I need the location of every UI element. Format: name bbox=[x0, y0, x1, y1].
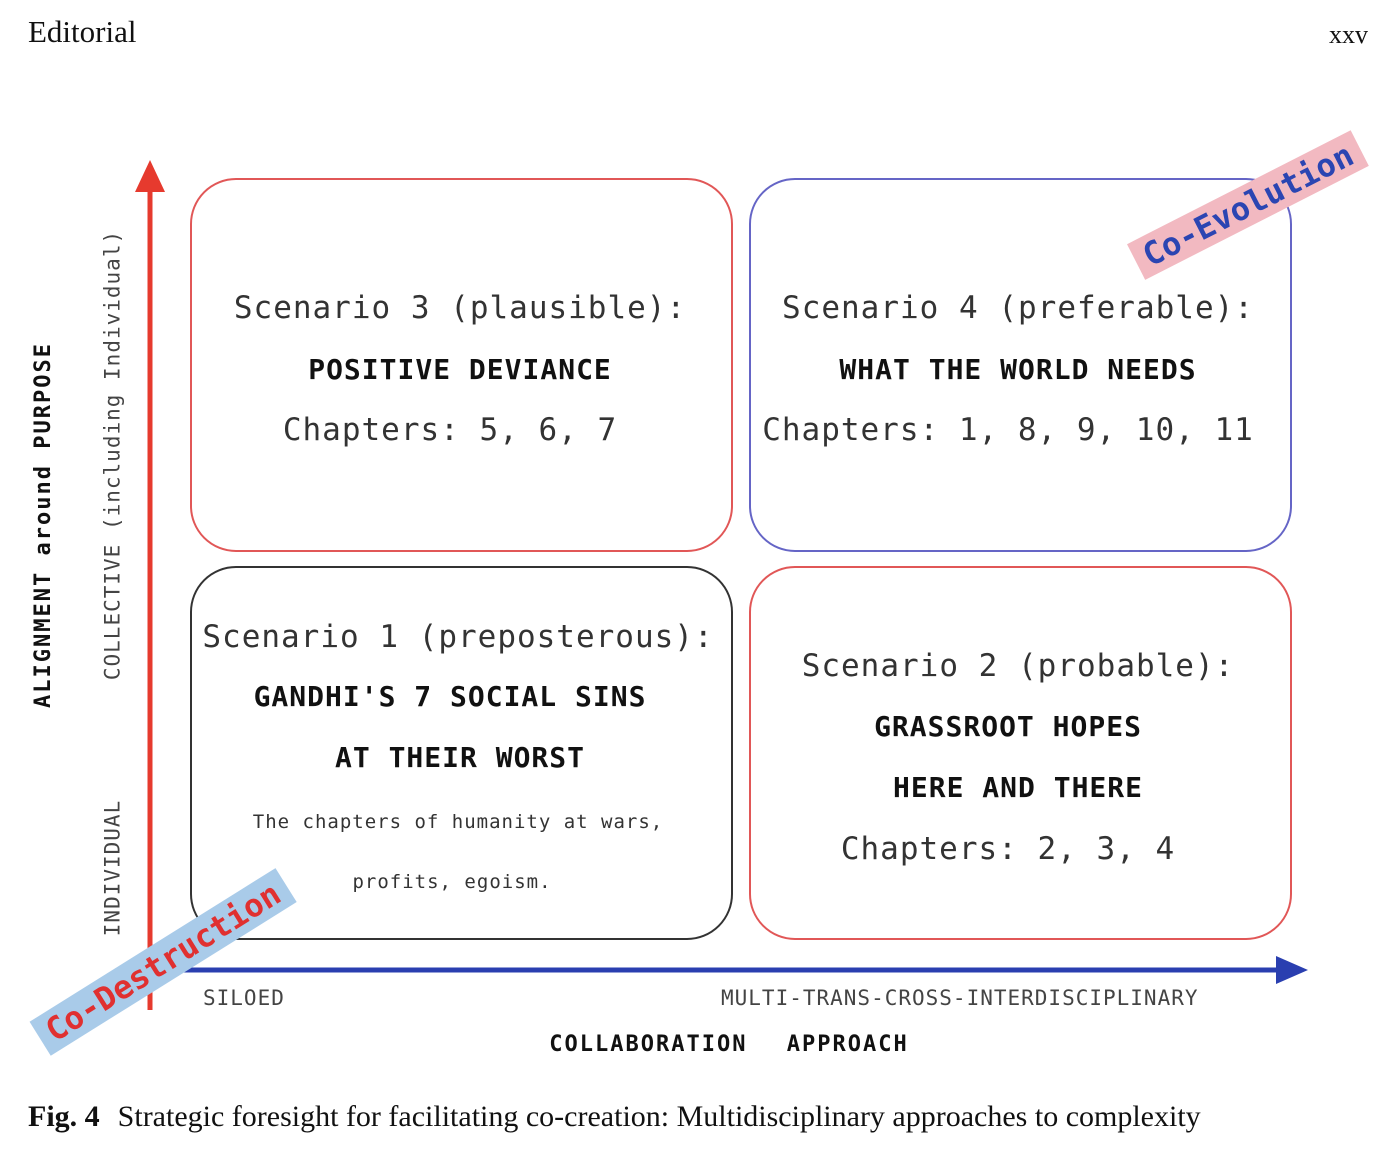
figure-caption-label: Fig. 4 bbox=[28, 1100, 100, 1133]
scenario-2-name-line2: HERE AND THERE bbox=[892, 771, 1144, 804]
scenario-1-note-line2: profits, egoism. bbox=[352, 871, 552, 893]
scenario-4-box bbox=[749, 178, 1292, 552]
y-axis-title: ALIGNMENT around PURPOSE bbox=[31, 342, 56, 708]
scenario-3-name: POSITIVE DEVIANCE bbox=[308, 353, 612, 386]
x-axis-low-label: SILOED bbox=[203, 986, 285, 1010]
scenario-4-name: WHAT THE WORLD NEEDS bbox=[839, 353, 1197, 386]
figure-caption: Fig. 4 Strategic foresight for facilitati… bbox=[28, 1100, 1201, 1134]
scenario-2-title: Scenario 2 (probable): bbox=[801, 648, 1235, 684]
scenario-4-chapters: Chapters: 1, 8, 9, 10, 11 bbox=[762, 412, 1254, 448]
y-axis-high-label: COLLECTIVE (including Individual) bbox=[100, 229, 125, 681]
y-axis-low-label: INDIVIDUAL bbox=[100, 799, 125, 937]
scenario-2-chapters: Chapters: 2, 3, 4 bbox=[840, 831, 1176, 867]
scenario-1-title: Scenario 1 (preposterous): bbox=[202, 619, 714, 655]
scenario-3-title: Scenario 3 (plausible): bbox=[233, 290, 687, 326]
y-axis-arrowhead bbox=[135, 160, 165, 192]
x-axis-title: COLLABORATION APPROACH bbox=[549, 1032, 909, 1057]
scenario-3-chapters: Chapters: 5, 6, 7 bbox=[282, 412, 618, 448]
scenario-1-name-line2: AT THEIR WORST bbox=[334, 741, 586, 774]
figure-caption-text: Strategic foresight for facilitating co-… bbox=[117, 1100, 1201, 1133]
scenario-2-name-line1: GRASSROOT HOPES bbox=[874, 710, 1142, 743]
scenario-2-box bbox=[749, 566, 1292, 940]
scenario-4-title: Scenario 4 (preferable): bbox=[782, 290, 1254, 326]
x-axis-high-label: MULTI-TRANS-CROSS-INTERDISCIPLINARY bbox=[721, 986, 1199, 1010]
x-axis-arrowhead bbox=[1276, 956, 1308, 984]
running-head-title: Editorial bbox=[28, 14, 137, 49]
scenario-1-note-line1: The chapters of humanity at wars, bbox=[252, 811, 664, 833]
scenario-1-box bbox=[190, 566, 733, 940]
page-number: xxv bbox=[1329, 20, 1368, 49]
scenario-3-box bbox=[190, 178, 733, 552]
scenario-1-name-line1: GANDHI'S 7 SOCIAL SINS bbox=[253, 680, 647, 713]
